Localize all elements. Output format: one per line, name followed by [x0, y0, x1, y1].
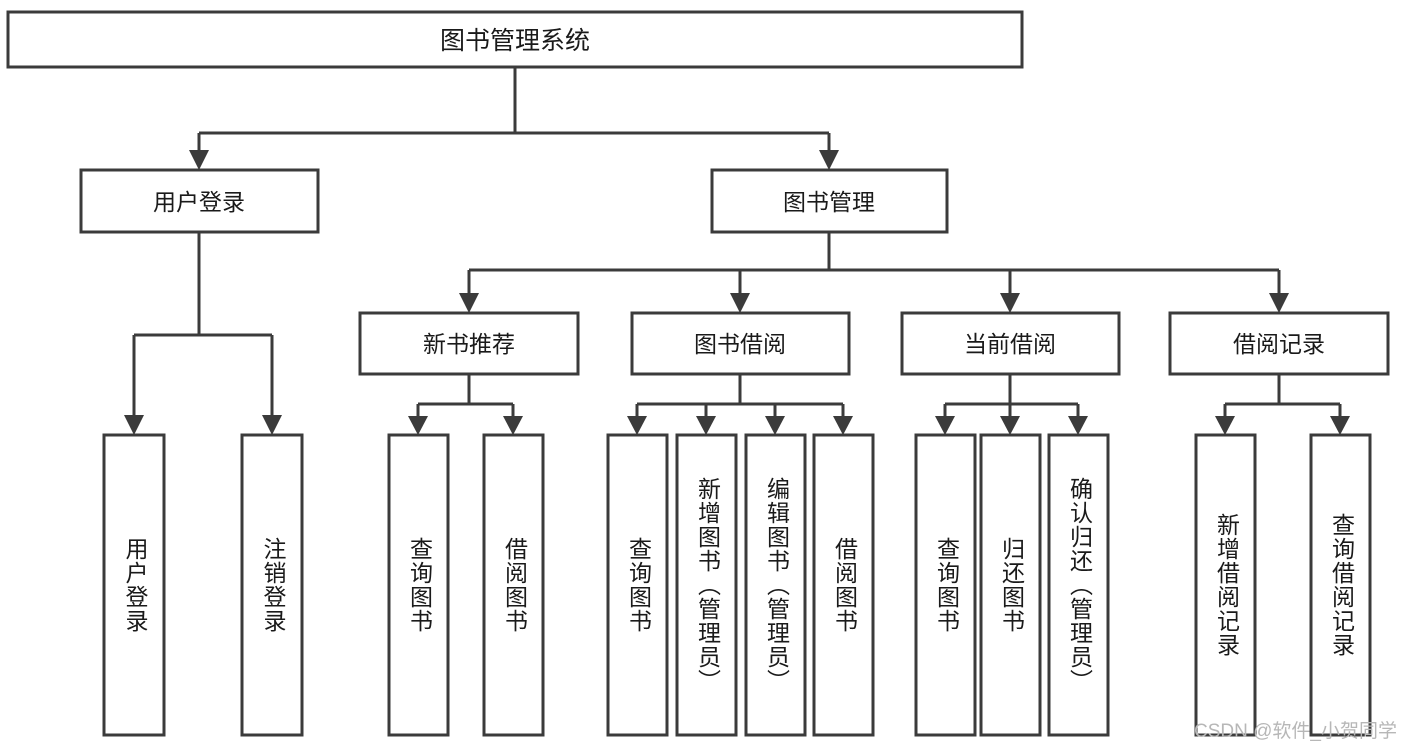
- arrow-to-leaf-borrow-book: [833, 416, 853, 435]
- node-book-borrow-box[interactable]: [630, 311, 851, 376]
- csdn-watermark: CSDN @软件_小贺同学: [1194, 721, 1397, 742]
- node-current-borrow-label: 当前借阅: [964, 331, 1056, 357]
- arrow-to-book-manage: [819, 150, 839, 170]
- node-user-login-label: 用户登录: [153, 189, 245, 215]
- connector-group: [132, 67, 1342, 416]
- node-current-borrow-box[interactable]: [900, 311, 1121, 376]
- leaf-query-book-current-box[interactable]: [914, 433, 977, 737]
- arrow-to-leaf-query-book-borrow: [627, 416, 647, 435]
- arrow-to-book-borrow: [730, 293, 750, 313]
- arrow-to-leaf-user-logout: [262, 415, 282, 435]
- arrow-to-leaf-user-login: [124, 415, 144, 435]
- leaf-borrow-book-box[interactable]: [812, 433, 875, 737]
- arrow-to-leaf-edit-book: [765, 416, 785, 435]
- arrow-to-current-borrow: [1000, 293, 1020, 313]
- node-new-book-recommend-box[interactable]: [358, 311, 580, 376]
- leaf-confirm-return-box[interactable]: [1047, 433, 1110, 737]
- node-book-manage-label: 图书管理: [783, 189, 875, 215]
- leaf-return-book-box[interactable]: [979, 433, 1042, 737]
- leaf-query-book-rec-box[interactable]: [387, 433, 450, 737]
- node-box-group: 图书管理系统 用户登录 图书管理 新书推荐 图书借阅 当前借阅 借阅记录: [6, 10, 1390, 737]
- leaf-user-login-box[interactable]: [102, 433, 166, 737]
- leaf-borrow-book-rec-box[interactable]: [482, 433, 545, 737]
- node-root-box[interactable]: [6, 10, 1024, 69]
- node-book-manage-box[interactable]: [710, 168, 949, 234]
- arrow-to-new-book-recommend: [459, 293, 479, 313]
- arrow-to-leaf-query-record: [1330, 416, 1350, 435]
- node-root-label: 图书管理系统: [440, 27, 590, 55]
- node-book-borrow-label: 图书借阅: [694, 331, 786, 357]
- arrow-to-user-login: [189, 150, 209, 170]
- arrow-to-leaf-confirm-return: [1068, 416, 1088, 435]
- arrow-to-leaf-add-book: [696, 416, 716, 435]
- leaf-query-record-box[interactable]: [1309, 433, 1372, 737]
- arrow-to-leaf-borrow-book-rec: [503, 416, 523, 435]
- leaf-add-record-box[interactable]: [1194, 433, 1257, 737]
- leaf-add-book-box[interactable]: [675, 433, 738, 737]
- leaf-user-logout-box[interactable]: [240, 433, 304, 737]
- node-user-login-box[interactable]: [79, 168, 320, 234]
- arrow-to-borrow-records: [1269, 293, 1289, 313]
- node-borrow-records-label: 借阅记录: [1233, 331, 1325, 357]
- arrow-to-leaf-return-book: [1000, 416, 1020, 435]
- arrow-to-leaf-add-record: [1215, 416, 1235, 435]
- leaf-edit-book-box[interactable]: [744, 433, 807, 737]
- node-new-book-recommend-label: 新书推荐: [423, 331, 515, 357]
- arrow-to-leaf-query-book-rec: [408, 416, 428, 435]
- node-borrow-records-box[interactable]: [1168, 311, 1390, 376]
- leaf-query-book-borrow-box[interactable]: [606, 433, 669, 737]
- arrowhead-group: [124, 150, 1350, 435]
- arrow-to-leaf-query-book-current: [935, 416, 955, 435]
